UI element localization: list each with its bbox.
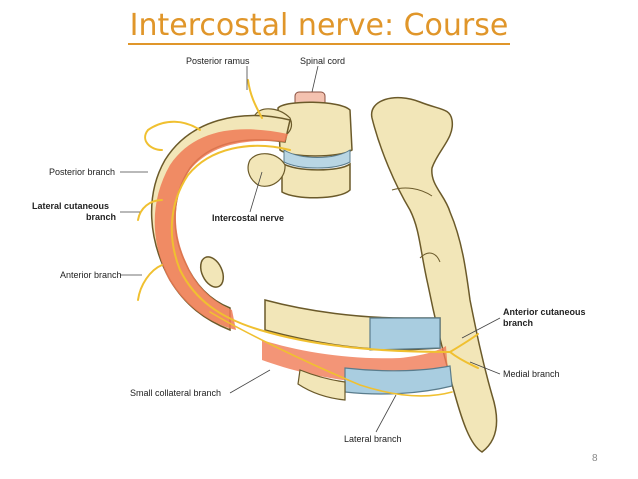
label-lateral-branch: Lateral branch — [344, 434, 402, 444]
label-anterior-branch: Anterior branch — [60, 270, 122, 280]
sternum — [371, 96, 498, 453]
nerves — [137, 79, 479, 397]
page-number: 8 — [592, 453, 598, 464]
posterior-ramus-path — [247, 79, 263, 119]
label-lateral-cutaneous-2: branch — [86, 212, 117, 222]
anterior-branch-path — [137, 264, 163, 301]
leader-lines — [120, 65, 501, 433]
label-small-collateral-branch: Small collateral branch — [130, 388, 222, 398]
intercostal-nerve-path — [170, 144, 451, 353]
small-collateral-path — [209, 311, 453, 397]
label-anterior-cutaneous-2: branch — [503, 318, 534, 328]
posterior-branch-path — [144, 120, 201, 151]
label-spinal-cord: Spinal cord — [300, 56, 346, 66]
label-intercostal-nerve: Intercostal nerve — [212, 213, 285, 223]
label-posterior-ramus: Posterior ramus — [186, 56, 250, 66]
anterior-cutaneous-path — [449, 333, 479, 353]
slide-title-text: Intercostal nerve: Course — [127, 8, 511, 45]
label-medial-branch: Medial branch — [503, 369, 560, 379]
label-anterior-cutaneous-1: Anterior cutaneous — [503, 307, 586, 317]
slide-title: Intercostal nerve: Course — [0, 6, 638, 50]
label-lateral-cutaneous-1: Lateral cutaneous — [32, 201, 110, 211]
lower-rib — [264, 299, 453, 401]
lateral-cutaneous-path — [137, 199, 163, 221]
label-posterior-branch: Posterior branch — [49, 167, 116, 177]
medial-branch-path — [449, 351, 479, 369]
vertebra — [247, 91, 353, 199]
